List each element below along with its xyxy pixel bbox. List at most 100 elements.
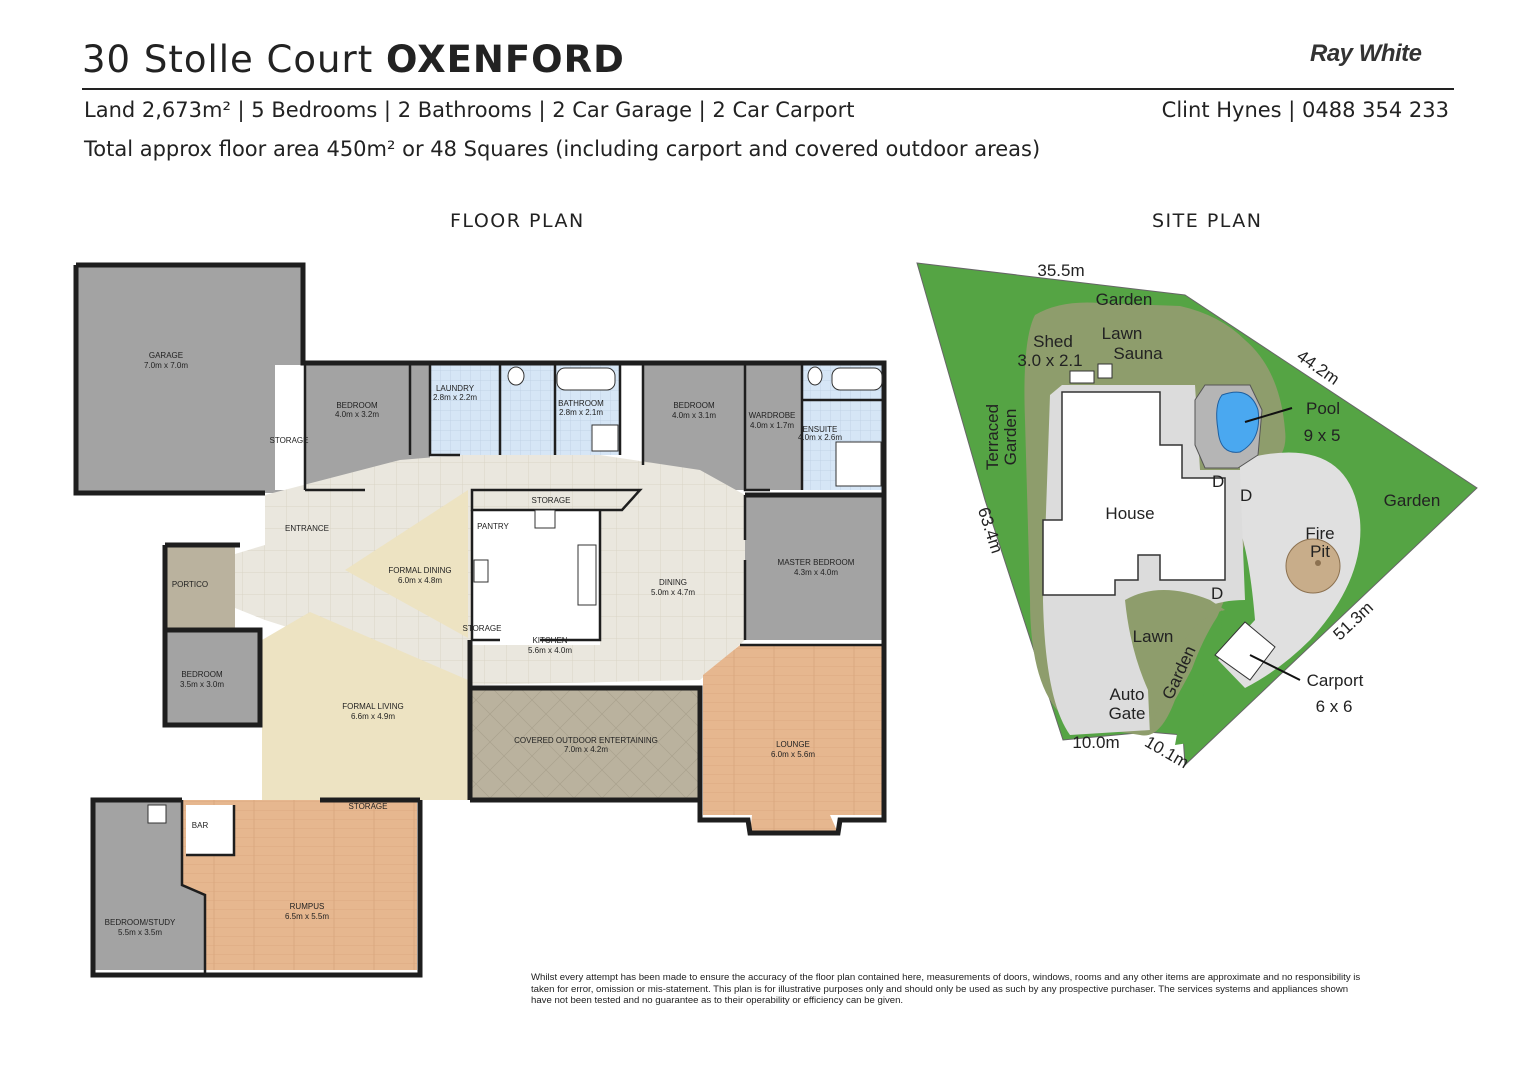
formal-dining-size: 6.0m x 4.8m (398, 576, 442, 585)
gate-label: Gate (1109, 704, 1146, 723)
master-floor (745, 495, 885, 640)
dining-label: DINING (659, 578, 687, 587)
bedroom1-size: 4.0m x 3.2m (335, 410, 379, 419)
lawn-top-label: Lawn (1102, 324, 1143, 343)
house-footprint (1042, 391, 1226, 596)
storage-kitchen-label: STORAGE (463, 624, 502, 633)
bedroom3-floor (165, 632, 260, 725)
rumpus-size: 6.5m x 5.5m (285, 912, 329, 921)
disclaimer-text: Whilst every attempt has been made to en… (531, 972, 1361, 1006)
garden-top-label: Garden (1096, 290, 1153, 309)
laundry-floor (430, 363, 500, 455)
outdoor-label: COVERED OUTDOOR ENTERTAINING (514, 736, 658, 745)
bedroom2-size: 4.0m x 3.1m (672, 411, 716, 420)
floor-plan-heading: FLOOR PLAN (450, 210, 585, 232)
lounge-label: LOUNGE (776, 740, 810, 749)
garden-left-label: Garden (1001, 409, 1020, 466)
kitchen-size: 5.6m x 4.0m (528, 646, 572, 655)
fixtures (147, 366, 883, 824)
shed-box (1069, 370, 1095, 384)
garden-strip (1175, 610, 1222, 745)
bar-floor (186, 805, 234, 855)
carport-label: Carport (1307, 671, 1364, 690)
terraced-label: Terraced (983, 404, 1002, 470)
door-label-1: D (1212, 472, 1224, 491)
master-size: 4.3m x 4.0m (794, 568, 838, 577)
site-plan-heading: SITE PLAN (1152, 210, 1263, 232)
floor-area-note: Total approx floor area 450m² or 48 Squa… (84, 137, 1041, 161)
formal-living-floor (262, 612, 468, 800)
bar-label: BAR (192, 821, 209, 830)
portico-label: PORTICO (172, 580, 208, 589)
storage-rumpus-label: STORAGE (349, 802, 388, 811)
room-labels: GARAGE 7.0m x 7.0m STORAGE BEDROOM 4.0m … (105, 351, 855, 937)
property-summary: Land 2,673m² | 5 Bedrooms | 2 Bathrooms … (84, 98, 855, 122)
wardrobe-label: WARDROBE (749, 411, 796, 420)
lounge-floor (703, 645, 885, 833)
door-label-2: D (1240, 486, 1252, 505)
pool-label: Pool (1306, 399, 1340, 418)
bedroom3-size: 3.5m x 3.0m (180, 680, 224, 689)
master-label: MASTER BEDROOM (778, 558, 855, 567)
carport-size-label: 6 x 6 (1316, 697, 1353, 716)
garage-label: GARAGE (149, 351, 183, 360)
bedroom2-label: BEDROOM (673, 401, 715, 410)
fire-pit-centre (1315, 560, 1321, 566)
dim-top: 35.5m (1037, 261, 1084, 280)
fire-label: Fire (1305, 524, 1334, 543)
auto-label: Auto (1110, 685, 1145, 704)
portico-floor (165, 545, 235, 630)
dim-bottom-left: 10.0m (1072, 733, 1119, 752)
bedroom3-label: BEDROOM (181, 670, 223, 679)
brand-logo: Ray White (1310, 40, 1422, 67)
ensuite-label: ENSUITE (803, 425, 838, 434)
shed-size-label: 3.0 x 2.1 (1017, 351, 1082, 370)
wardrobe-size: 4.0m x 1.7m (750, 421, 794, 430)
fire-pit (1285, 538, 1341, 594)
sauna-label: Sauna (1113, 344, 1163, 363)
entrance-label: ENTRANCE (285, 524, 329, 533)
study-size: 5.5m x 3.5m (118, 928, 162, 937)
garage-size: 7.0m x 7.0m (144, 361, 188, 370)
formal-dining-label: FORMAL DINING (388, 566, 451, 575)
bedroom1-label: BEDROOM (336, 401, 378, 410)
outdoor-size: 7.0m x 4.2m (564, 745, 608, 754)
storage-top-label: STORAGE (532, 496, 571, 505)
house-label: House (1105, 504, 1154, 523)
kitchen-label: KITCHEN (532, 636, 567, 645)
lawn-bottom-area (1125, 590, 1225, 735)
pantry-label: PANTRY (477, 522, 509, 531)
shed-label: Shed (1033, 332, 1073, 351)
study-label: BEDROOM/STUDY (105, 918, 176, 927)
listing-title: 30 Stolle Court OXENFORD (82, 38, 625, 81)
walls (73, 262, 887, 978)
lounge-size: 6.0m x 5.6m (771, 750, 815, 759)
laundry-label: LAUNDRY (436, 384, 475, 393)
pool-water (1216, 391, 1260, 453)
title-street: 30 Stolle Court (82, 38, 374, 81)
garage-storage-label: STORAGE (270, 436, 309, 445)
formal-dining-floor (345, 490, 468, 638)
agent-contact: Clint Hynes | 0488 354 233 (1161, 98, 1449, 122)
interior-walls (180, 363, 884, 975)
pit-label: Pit (1310, 542, 1330, 561)
formal-living-label: FORMAL LIVING (342, 702, 404, 711)
wardrobe-floor (745, 363, 802, 490)
carport-arrow (1249, 654, 1301, 681)
pool-arrow (1244, 407, 1293, 423)
garage-floor (76, 265, 303, 493)
outdoor-floor (472, 688, 700, 798)
bathroom-size: 2.8m x 2.1m (559, 408, 603, 417)
formal-living-size: 6.6m x 4.9m (351, 712, 395, 721)
garage-storage-floor (275, 365, 305, 490)
header-divider (82, 88, 1454, 90)
carport-box (1214, 621, 1276, 681)
title-suburb: OXENFORD (385, 38, 625, 81)
rumpus-label: RUMPUS (290, 902, 325, 911)
garden-right-label: Garden (1384, 491, 1441, 510)
lawn-bottom-label: Lawn (1133, 627, 1174, 646)
pool-size-label: 9 x 5 (1304, 426, 1341, 445)
ensuite-size: 4.0m x 2.6m (798, 433, 842, 442)
